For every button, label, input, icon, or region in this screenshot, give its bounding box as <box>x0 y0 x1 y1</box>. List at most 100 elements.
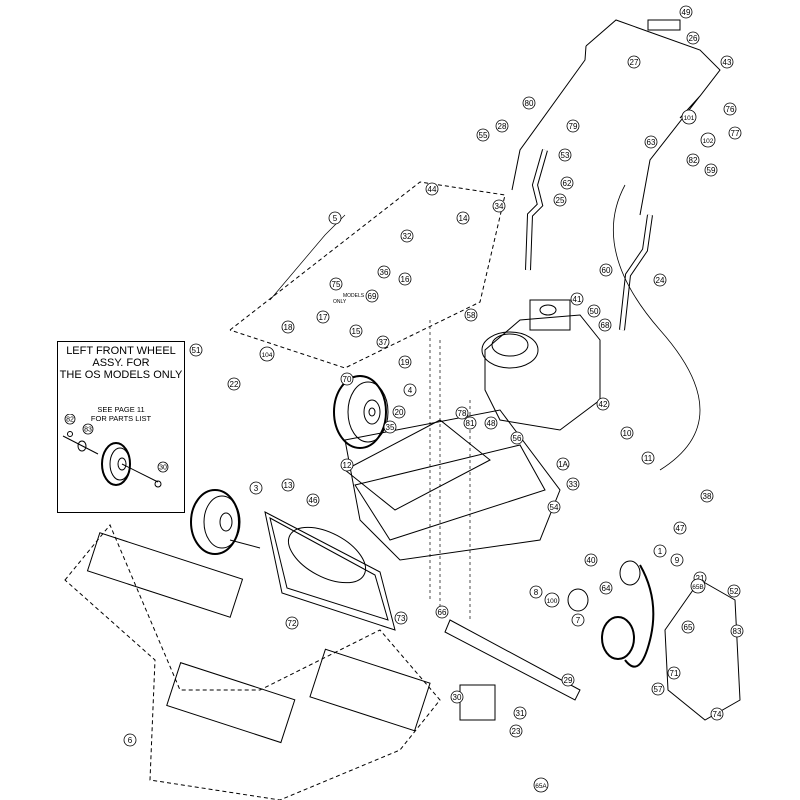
inset-callout-91: 82 <box>66 417 74 424</box>
callout-60: 60 <box>602 266 611 275</box>
callout-4: 4 <box>408 386 413 395</box>
callout-circle-43 <box>720 55 734 69</box>
callout-circle-82 <box>686 153 700 167</box>
callout-circle-4 <box>403 383 417 397</box>
callout-circle-81 <box>463 416 477 430</box>
top-frame-outline <box>229 181 506 369</box>
callout-73: 73 <box>397 614 406 623</box>
callout-circle-12 <box>340 458 354 472</box>
callout-40: 40 <box>587 556 596 565</box>
callout-circle-34 <box>492 199 506 213</box>
callout-circle-33 <box>566 477 580 491</box>
bar-29 <box>444 619 581 701</box>
callout-64: 64 <box>602 584 611 593</box>
belt-guard <box>664 579 741 721</box>
callout-circle-6 <box>123 733 137 747</box>
callout-circle-42 <box>596 397 610 411</box>
inset-title-line3: THE OS MODELS ONLY <box>59 369 183 381</box>
callout-circle-41 <box>570 292 584 306</box>
callout-circle-63 <box>644 135 658 149</box>
callout-circle-40 <box>584 553 598 567</box>
callout-circle-16 <box>398 272 412 286</box>
callout-circle-62 <box>560 176 574 190</box>
callout-circle-15 <box>349 324 363 338</box>
callout-circle-52 <box>727 584 741 598</box>
callout-circle-70 <box>340 372 354 386</box>
callout-51: 51 <box>192 346 201 355</box>
callout-circle-9 <box>670 553 684 567</box>
callout-80: 80 <box>525 99 534 108</box>
callout-25: 25 <box>556 196 565 205</box>
callout-circle-77 <box>728 126 742 140</box>
inset-callout-32: 30 <box>159 465 167 472</box>
pulley-1 <box>619 560 641 586</box>
callout-81: 81 <box>466 419 475 428</box>
callout-circle-29 <box>561 673 575 687</box>
callout-42: 42 <box>599 400 608 409</box>
callout-28: 28 <box>498 122 507 131</box>
callout-circle-35 <box>383 420 397 434</box>
callout-23: 23 <box>512 727 521 736</box>
callout-circle-59 <box>704 163 718 177</box>
grip <box>647 19 681 31</box>
deck-frame <box>344 409 561 561</box>
callout-54: 54 <box>550 503 559 512</box>
front-wheel-4 <box>333 375 389 449</box>
callout-35: 35 <box>386 423 395 432</box>
callout-circle-101 <box>681 109 697 125</box>
rear-wheel-3 <box>190 489 261 555</box>
callout-43: 43 <box>723 58 732 67</box>
callout-1: 1 <box>658 547 663 556</box>
callout-circle-13 <box>281 478 295 492</box>
callout-44: 44 <box>428 185 437 194</box>
reel-2 <box>166 662 296 744</box>
callout-62: 62 <box>563 179 572 188</box>
callout-10: 10 <box>623 429 632 438</box>
inset-title-line2: ASSY. FOR <box>92 357 150 369</box>
callout-circle-78 <box>455 406 469 420</box>
callout-100: 100 <box>547 598 558 605</box>
callout-16: 16 <box>401 275 410 284</box>
callout-12: 12 <box>343 461 352 470</box>
callout-24: 24 <box>656 276 665 285</box>
callout-circle-8 <box>529 585 543 599</box>
callout-101: 101 <box>684 115 695 122</box>
callout-104: 104 <box>262 352 273 359</box>
callout-82: 82 <box>689 156 698 165</box>
plate-12 <box>344 419 491 511</box>
callout-75: 75 <box>332 280 341 289</box>
callout-69: 69 <box>368 292 377 301</box>
callout-circle-80 <box>522 96 536 110</box>
callout-58: 58 <box>467 311 476 320</box>
callout-circle-49 <box>679 5 693 19</box>
callout-circle-46 <box>306 493 320 507</box>
callout-3: 3 <box>254 484 259 493</box>
note-line2: ONLY <box>333 299 347 305</box>
callout-circle-30 <box>450 690 464 704</box>
callout-circle-104 <box>259 346 275 362</box>
callout-83: 83 <box>733 627 742 636</box>
callout-circle-5 <box>328 211 342 225</box>
callout-circle-38 <box>700 489 714 503</box>
callout-circle-73 <box>394 611 408 625</box>
callout-77: 77 <box>731 129 740 138</box>
callout-31: 31 <box>516 709 525 718</box>
callout-26: 26 <box>689 34 698 43</box>
inset-callout-92: 83 <box>84 427 92 434</box>
callout-46: 46 <box>309 496 318 505</box>
callout-20: 20 <box>395 408 404 417</box>
callout-34: 34 <box>495 202 504 211</box>
callout-50: 50 <box>590 307 599 316</box>
callout-57: 57 <box>654 685 663 694</box>
callout-38: 38 <box>703 492 712 501</box>
inset-title: LEFT FRONT WHEEL ASSY. FOR THE OS MODELS… <box>58 345 184 381</box>
callout-circle-31 <box>513 706 527 720</box>
reel-3 <box>309 648 431 732</box>
cover-13 <box>264 511 396 631</box>
callout-circle-65A <box>533 777 549 793</box>
callout-1A: 1A <box>558 460 568 469</box>
callout-17: 17 <box>319 313 328 322</box>
callout-circle-7 <box>571 613 585 627</box>
callout-circle-3 <box>249 481 263 495</box>
